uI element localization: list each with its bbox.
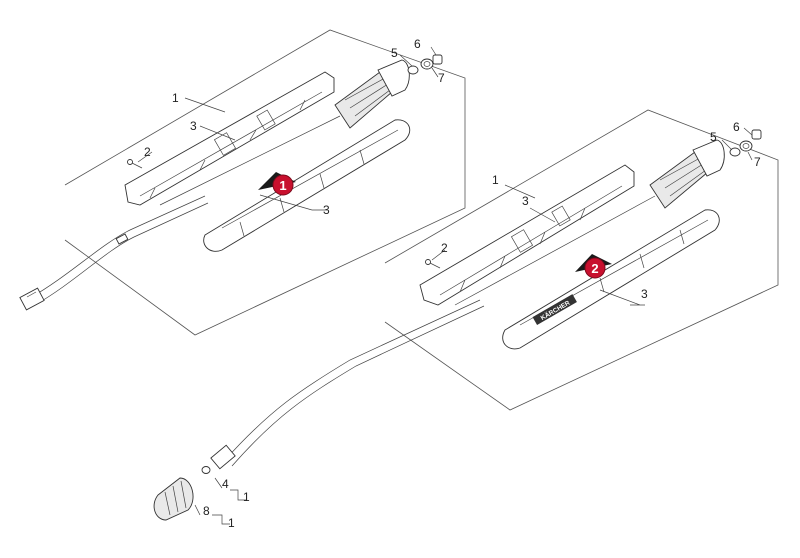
- group2-screw: [425, 259, 441, 269]
- callout-labels: 1 3 2 3 5 6 7 1 3 2 3 5 6 7 4 1 8 1: [144, 37, 761, 530]
- group1-nozzle-fitting: [19, 287, 45, 311]
- callout-5-group2: 5: [710, 130, 717, 144]
- group1-handle-shell-left: [124, 71, 335, 206]
- callout-5-group1: 5: [391, 46, 398, 60]
- assembly-group-2: KÄRCHER: [210, 109, 779, 470]
- group1-coupling: [115, 233, 129, 245]
- bottom-accessory-parts: [153, 466, 246, 525]
- group2-lance-tube: [224, 299, 485, 467]
- callout-4: 4: [222, 477, 229, 491]
- group2-grip-cone: [454, 139, 725, 306]
- callout-4-quantity: 1: [243, 490, 250, 504]
- callout-3a-group2: 3: [522, 194, 529, 208]
- callout-6-group2: 6: [733, 120, 740, 134]
- callout-3a-group1: 3: [190, 119, 197, 133]
- group1-lance-tube: [29, 195, 209, 306]
- callout-1-group1: 1: [172, 91, 179, 105]
- nozzle-cap-part-8: [153, 477, 194, 521]
- group1-frame: [64, 29, 466, 336]
- callout-8-quantity: 1: [228, 516, 235, 530]
- callout-7-group1: 7: [438, 71, 445, 85]
- o-ring-part-4: [201, 466, 211, 474]
- callout-2-group2: 2: [441, 241, 448, 255]
- callout-7-group2: 7: [754, 155, 761, 169]
- group2-frame: [384, 109, 779, 411]
- callout-3b-group2: 3: [641, 287, 648, 301]
- badge-2-circle: [584, 257, 606, 279]
- group1-grip-cone: [159, 59, 410, 206]
- callout-6-group1: 6: [414, 37, 421, 51]
- callout-1-group2: 1: [492, 173, 499, 187]
- badge-1: 1: [258, 172, 296, 196]
- group1-screw: [127, 159, 143, 169]
- group2-handle-shell-right: [502, 209, 720, 350]
- group1-seal-set: [407, 54, 443, 75]
- group2-seal-set: [729, 129, 762, 157]
- callout-8: 8: [203, 504, 210, 518]
- badge-1-number: 1: [279, 178, 286, 193]
- group1-handle-shell-right: [203, 119, 411, 252]
- badge-2-number: 2: [591, 261, 598, 276]
- badge-1-circle: [272, 174, 294, 196]
- callout-3b-group1: 3: [323, 203, 330, 217]
- assembly-group-1: [19, 29, 466, 336]
- badge-2: 2: [575, 254, 612, 279]
- callout-2-group1: 2: [144, 145, 151, 159]
- group2-nozzle-fitting: [210, 444, 236, 470]
